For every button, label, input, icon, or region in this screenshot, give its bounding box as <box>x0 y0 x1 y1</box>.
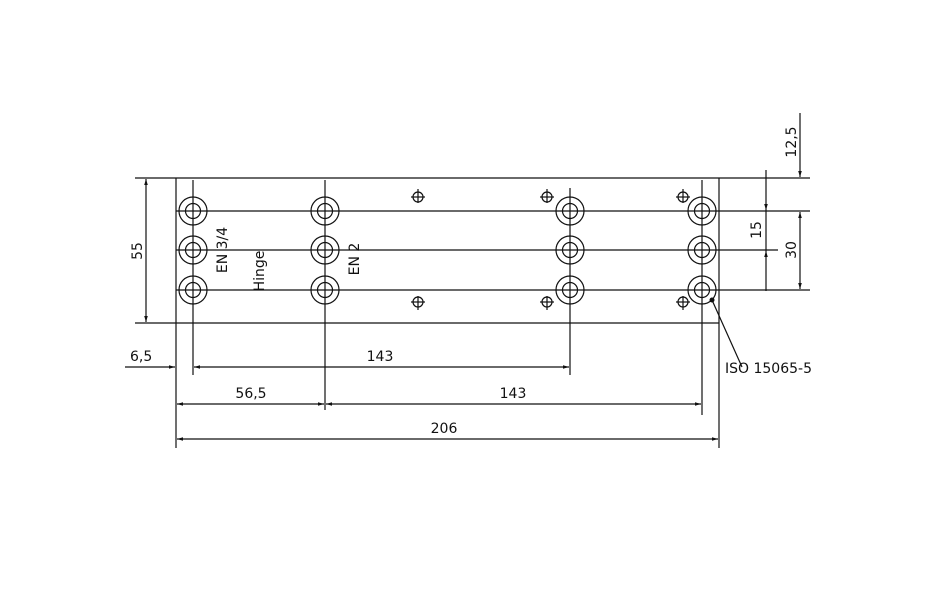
hole <box>555 275 585 305</box>
small-hole <box>411 189 425 203</box>
dim-12-5: 12,5 <box>784 126 800 157</box>
mounting-holes <box>178 196 717 305</box>
hole <box>555 196 585 226</box>
dim-15: 15 <box>749 221 765 239</box>
hole <box>178 196 208 226</box>
small-hole <box>676 296 690 310</box>
label-hinge: Hinge <box>252 251 268 292</box>
dim-143-top: 143 <box>367 349 394 365</box>
dim-6-5: 6,5 <box>130 349 152 365</box>
dim-143-bottom: 143 <box>500 386 527 402</box>
small-hole <box>540 296 554 310</box>
dim-55: 55 <box>130 242 146 260</box>
label-en34: EN 3/4 <box>215 227 231 273</box>
hole <box>310 275 340 305</box>
plate-outline <box>135 177 810 448</box>
label-en2: EN 2 <box>347 243 363 276</box>
hole <box>178 275 208 305</box>
hole <box>687 275 717 305</box>
hole <box>555 235 585 265</box>
label-iso: ISO 15065-5 <box>725 361 812 377</box>
dim-206: 206 <box>431 421 458 437</box>
center-lines <box>192 180 703 415</box>
hole <box>310 235 340 265</box>
hole <box>310 196 340 226</box>
hole <box>178 235 208 265</box>
small-hole <box>676 189 690 203</box>
iso-leader <box>711 299 743 368</box>
dim-30: 30 <box>784 241 800 259</box>
dim-56-5: 56,5 <box>235 386 266 402</box>
small-hole <box>540 189 554 203</box>
small-holes <box>411 189 690 310</box>
hole <box>687 196 717 226</box>
hole <box>687 235 717 265</box>
small-hole <box>411 296 425 310</box>
